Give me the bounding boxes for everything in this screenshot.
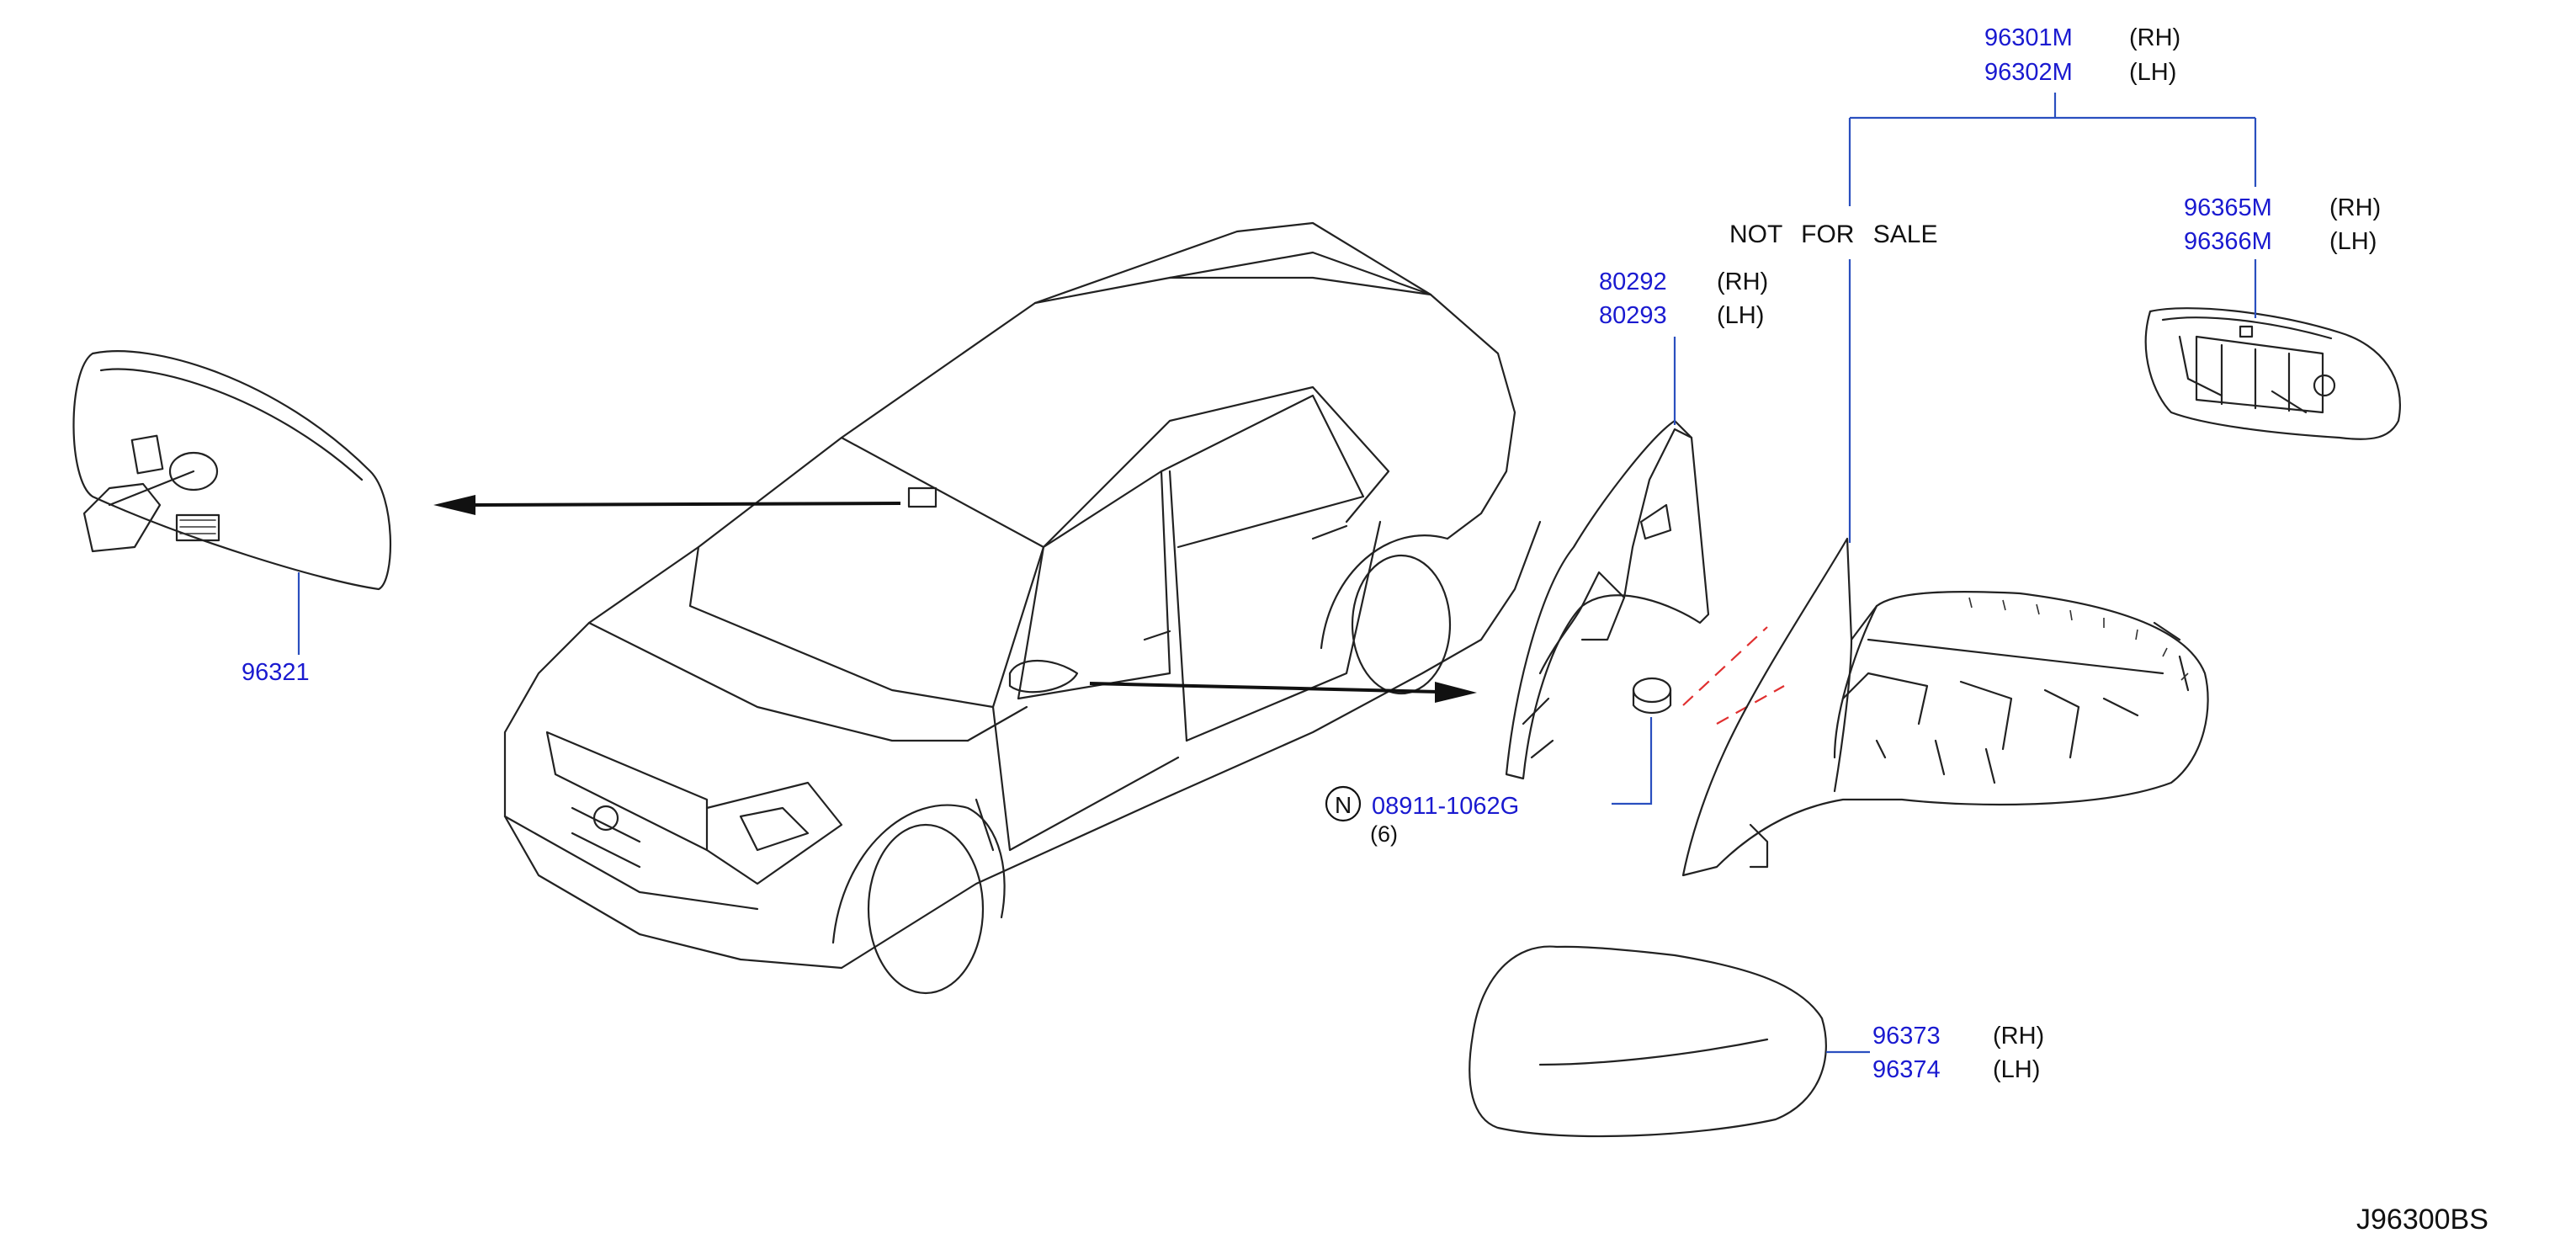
part-number-base-cover-rh[interactable]: 80292 [1599, 268, 1667, 295]
part-number-housing-cover-rh[interactable]: 96373 [1872, 1023, 1941, 1050]
side-housing-cover-lh: (LH) [1993, 1056, 2040, 1083]
nut-illustration [1632, 677, 1672, 715]
leader-nut [1612, 717, 1653, 805]
dashed-guide-lines [1682, 626, 1785, 725]
part-number-mirror-glass-rh[interactable]: 96365M [2184, 194, 2272, 221]
side-housing-cover-rh: (RH) [1993, 1023, 2044, 1050]
arrow-to-inside-mirror [433, 495, 901, 515]
car-illustration [503, 221, 1542, 995]
door-mirror-assembly-illustration [1681, 537, 2209, 877]
part-number-nut[interactable]: 08911-1062G [1372, 793, 1519, 820]
side-base-cover-lh: (LH) [1717, 302, 1764, 329]
assembly-bracket-lines [1848, 93, 2257, 543]
part-number-mirror-assembly-rh[interactable]: 96301M [1984, 24, 2073, 51]
nut-symbol: N [1335, 792, 1352, 818]
nut-quantity: (6) [1370, 821, 1398, 847]
side-mirror-glass-lh: (LH) [2329, 228, 2377, 255]
part-number-base-cover-lh[interactable]: 80293 [1599, 302, 1667, 329]
arrow-to-door-mirror [1089, 682, 1477, 703]
part-number-mirror-glass-lh[interactable]: 96366M [2184, 228, 2272, 255]
side-mirror-assembly-rh: (RH) [2129, 24, 2180, 51]
side-base-cover-rh: (RH) [1717, 268, 1768, 295]
diagram-code: J96300BS [2356, 1204, 2488, 1236]
part-number-housing-cover-lh[interactable]: 96374 [1872, 1056, 1941, 1083]
mirror-glass-illustration [2144, 307, 2401, 440]
inside-mirror-mount [907, 486, 937, 508]
part-number-mirror-assembly-lh[interactable]: 96302M [1984, 59, 2073, 86]
side-mirror-assembly-lh: (LH) [2129, 59, 2176, 86]
inside-mirror-illustration [72, 350, 392, 591]
part-number-inside-mirror[interactable]: 96321 [242, 659, 310, 686]
nut-symbol-circle [1325, 785, 1362, 822]
not-for-sale-notice: NOT FOR SALE [1729, 221, 1938, 248]
side-mirror-glass-rh: (RH) [2329, 194, 2381, 221]
mirror-housing-cover-illustration [1469, 945, 1827, 1138]
mirror-base-cover-illustration [1505, 419, 1710, 780]
housing-tick-marks [1968, 597, 2189, 681]
